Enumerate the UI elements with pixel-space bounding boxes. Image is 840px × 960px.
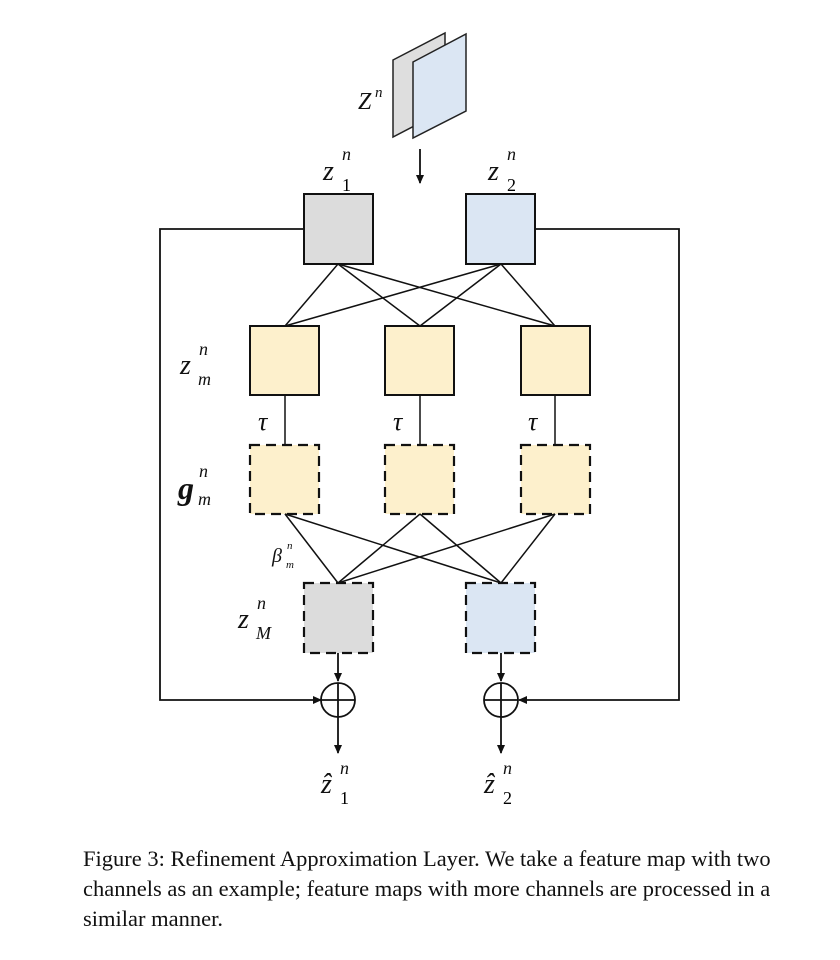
zm-box-3 xyxy=(520,325,591,396)
output2-label-sup: n xyxy=(503,758,512,778)
input-feature-map xyxy=(392,31,467,140)
z2-label-sub: 2 xyxy=(507,175,516,195)
tau-label-3: τ xyxy=(528,407,539,436)
z2-label-base: z xyxy=(487,156,499,187)
output2-label-base: ẑ xyxy=(483,769,496,800)
output1-label-base: ẑ xyxy=(320,769,333,800)
refinement-approximation-diagram: Z n z n 1 z n 2 z n m τ τ τ g n m xyxy=(159,31,680,808)
tau-label-1: τ xyxy=(258,407,269,436)
z2-label-sup: n xyxy=(507,144,516,164)
zm-label-sup: n xyxy=(199,339,208,359)
gm-label-base: g xyxy=(177,470,194,506)
input-label-base: Z xyxy=(358,89,372,115)
zM-box-1 xyxy=(302,581,375,655)
beta-label-sub: m xyxy=(286,559,294,571)
adder-right xyxy=(483,682,519,718)
zM-label-sup: n xyxy=(257,593,266,613)
gm-box-2 xyxy=(383,443,456,516)
zM-label-sub: M xyxy=(255,623,272,643)
zM-label-base: z xyxy=(237,604,249,635)
g-to-zM-connections xyxy=(284,513,556,584)
adder-left xyxy=(320,682,356,718)
output1-label-sup: n xyxy=(340,758,349,778)
zm-box-2 xyxy=(384,325,455,396)
skip-connection-right xyxy=(518,228,680,704)
gm-box-3 xyxy=(519,443,592,516)
beta-label-base: β xyxy=(271,545,282,567)
tau-connections xyxy=(284,395,556,445)
skip-connection-left xyxy=(159,228,322,704)
top-to-mid-connections xyxy=(284,263,556,327)
beta-label-sup: n xyxy=(287,540,293,552)
output2-label-sub: 2 xyxy=(503,788,512,808)
tau-label-2: τ xyxy=(393,407,404,436)
zm-box-1 xyxy=(249,325,320,396)
channel-z1-box xyxy=(303,193,374,265)
z1-label-base: z xyxy=(322,156,334,187)
input-label-sup: n xyxy=(375,85,383,101)
gm-label-sub: m xyxy=(198,489,211,509)
output1-label-sub: 1 xyxy=(340,788,349,808)
z1-label-sup: n xyxy=(342,144,351,164)
gm-box-1 xyxy=(248,443,321,516)
gm-label-sup: n xyxy=(199,461,208,481)
zM-box-2 xyxy=(464,581,537,655)
figure-caption: Figure 3: Refinement Approximation Layer… xyxy=(83,846,771,931)
channel-z2-box xyxy=(465,193,536,265)
z1-label-sub: 1 xyxy=(342,175,351,195)
zm-label-base: z xyxy=(179,350,191,381)
zm-label-sub: m xyxy=(198,369,211,389)
